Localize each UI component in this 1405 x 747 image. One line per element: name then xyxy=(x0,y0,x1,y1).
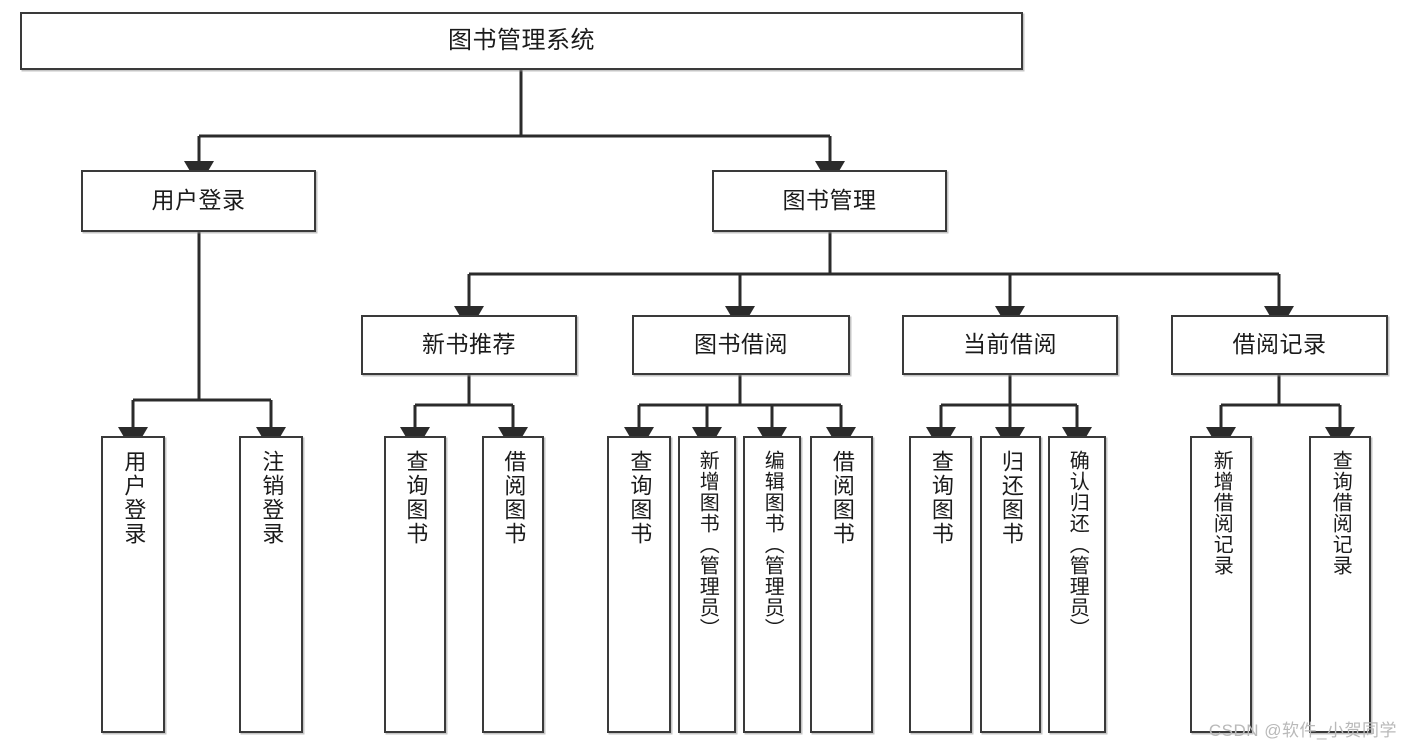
node-user-login-label: 用户登录 xyxy=(151,187,246,214)
node-borrow-record-label: 借阅记录 xyxy=(1232,331,1327,358)
node-leaf-query-book-1-label: 查询图书 xyxy=(403,450,429,546)
node-leaf-borrow-book-2-label: 借阅图书 xyxy=(829,450,855,546)
node-leaf-query-record-label: 查询借阅记录 xyxy=(1329,450,1352,576)
node-current-borrow-label: 当前借阅 xyxy=(963,331,1057,358)
node-leaf-confirm-return-label: 确认归还（管理员） xyxy=(1066,450,1089,639)
node-leaf-borrow-book-2[interactable]: 借阅图书 xyxy=(810,436,873,733)
node-book-manage-label: 图书管理 xyxy=(782,187,877,214)
node-user-login[interactable]: 用户登录 xyxy=(81,170,316,232)
node-leaf-query-book-2-label: 查询图书 xyxy=(627,450,653,546)
node-book-borrow-label: 图书借阅 xyxy=(694,331,788,358)
node-leaf-logout[interactable]: 注销登录 xyxy=(239,436,303,733)
node-root[interactable]: 图书管理系统 xyxy=(20,12,1023,70)
node-leaf-borrow-book-1-label: 借阅图书 xyxy=(501,450,527,546)
node-leaf-return-book-label: 归还图书 xyxy=(998,450,1024,546)
node-borrow-record[interactable]: 借阅记录 xyxy=(1171,315,1388,375)
node-leaf-query-record[interactable]: 查询借阅记录 xyxy=(1309,436,1371,733)
node-leaf-user-login-label: 用户登录 xyxy=(121,450,147,546)
node-leaf-edit-book[interactable]: 编辑图书（管理员） xyxy=(743,436,801,733)
node-leaf-add-record-label: 新增借阅记录 xyxy=(1210,450,1233,576)
node-leaf-add-book[interactable]: 新增图书（管理员） xyxy=(678,436,736,733)
node-leaf-confirm-return[interactable]: 确认归还（管理员） xyxy=(1048,436,1106,733)
node-leaf-borrow-book-1[interactable]: 借阅图书 xyxy=(482,436,544,733)
node-leaf-return-book[interactable]: 归还图书 xyxy=(980,436,1041,733)
node-leaf-edit-book-label: 编辑图书（管理员） xyxy=(761,450,784,639)
node-new-book-recommend[interactable]: 新书推荐 xyxy=(361,315,577,375)
node-leaf-query-book-1[interactable]: 查询图书 xyxy=(384,436,446,733)
node-leaf-query-book-2[interactable]: 查询图书 xyxy=(607,436,671,733)
node-leaf-logout-label: 注销登录 xyxy=(259,450,285,546)
watermark-text: CSDN @软件_小贺同学 xyxy=(1208,721,1397,740)
node-new-book-recommend-label: 新书推荐 xyxy=(422,331,516,358)
node-leaf-add-record[interactable]: 新增借阅记录 xyxy=(1190,436,1252,733)
node-book-manage[interactable]: 图书管理 xyxy=(712,170,947,232)
node-leaf-query-book-3[interactable]: 查询图书 xyxy=(909,436,972,733)
node-current-borrow[interactable]: 当前借阅 xyxy=(902,315,1118,375)
node-leaf-add-book-label: 新增图书（管理员） xyxy=(696,450,719,639)
node-root-label: 图书管理系统 xyxy=(448,26,595,54)
node-book-borrow[interactable]: 图书借阅 xyxy=(632,315,850,375)
node-leaf-user-login[interactable]: 用户登录 xyxy=(101,436,165,733)
node-leaf-query-book-3-label: 查询图书 xyxy=(928,450,954,546)
